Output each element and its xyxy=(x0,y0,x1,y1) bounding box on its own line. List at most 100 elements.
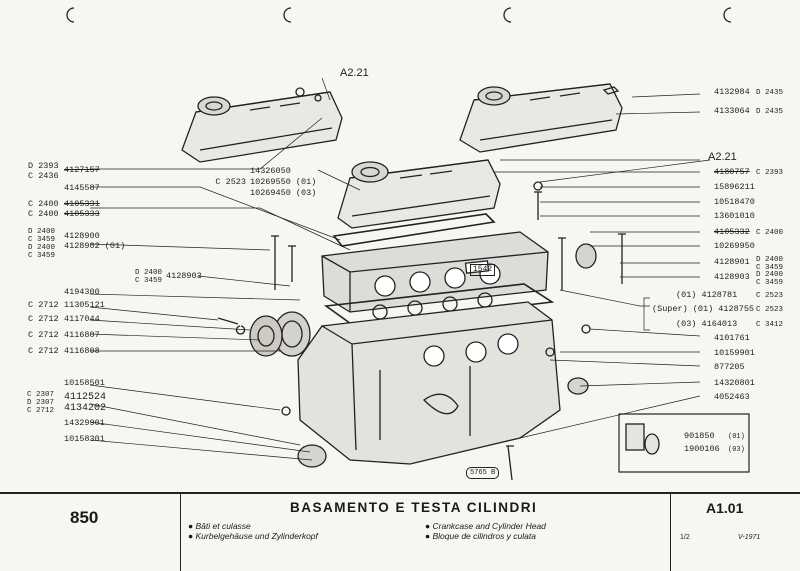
ref-a221-top: A2.21 xyxy=(340,67,369,79)
inset-part-2[interactable]: 1900106 xyxy=(684,444,720,454)
model-number: 850 xyxy=(70,508,99,527)
right-part-7[interactable]: 4105332 xyxy=(714,227,750,237)
sheet-number: A1.01 xyxy=(706,500,744,516)
title-block: 850 BASAMENTO E TESTA CILINDRI ● Bâti et… xyxy=(0,492,800,571)
revision-date: V-1971 xyxy=(738,534,761,541)
base-stamp: 5765 B xyxy=(466,467,500,479)
right-codes-2: D 2435 xyxy=(756,108,784,116)
center-part-1[interactable]: 14326050 xyxy=(250,166,291,176)
stud-right-short xyxy=(618,233,626,284)
cylinder-head xyxy=(321,231,549,313)
cover-gasket xyxy=(332,213,496,247)
left-part-13[interactable]: 14329901 xyxy=(64,418,105,428)
left-codes-8: C 2712 xyxy=(28,314,59,324)
left-codes-12: C 2307 D 2307 C 2712 xyxy=(26,391,54,415)
left-part-10[interactable]: 4116808 xyxy=(64,346,100,356)
valve-cover-center xyxy=(337,159,501,229)
stud-left-long xyxy=(271,235,279,290)
binder-hole-3 xyxy=(503,7,512,23)
left-codes-9: C 2712 xyxy=(28,330,59,340)
right-codes-9: D 2400 C 3459 xyxy=(756,256,784,272)
left-part-7[interactable]: 11305121 xyxy=(64,300,105,310)
right-part-14[interactable]: 4101761 xyxy=(714,333,750,343)
right-codes-10: D 2400 C 3459 xyxy=(756,271,784,287)
right-part-9[interactable]: 4128901 xyxy=(714,257,750,267)
left-part-5[interactable]: 4128903 xyxy=(166,271,202,281)
binder-hole-1 xyxy=(66,7,75,23)
block-stamp: 1542 xyxy=(470,264,496,276)
head-gasket xyxy=(323,283,555,327)
left-part-14[interactable]: 10158301 xyxy=(64,434,105,444)
right-codes-3: C 2393 xyxy=(756,169,784,177)
left-codes-4: D 2400 C 3459 D 2400 C 3459 xyxy=(28,228,56,260)
title-model-cell: 850 xyxy=(0,494,181,571)
seal-ring-small xyxy=(249,315,283,357)
right-codes-13: C 3412 xyxy=(756,321,784,329)
binder-hole-4 xyxy=(723,7,732,23)
right-part-5[interactable]: 10518470 xyxy=(714,197,755,207)
page-number: 1/2 xyxy=(680,534,690,541)
right-part-16[interactable]: 877205 xyxy=(714,362,745,372)
stud-bottom xyxy=(506,445,514,481)
right-codes-7: C 2400 xyxy=(756,229,784,237)
left-codes-1: D 2393 C 2436 xyxy=(28,161,59,181)
left-part-3[interactable]: 4105331 4105333 xyxy=(64,199,100,219)
subtitle-es: ● Bloque de cilindros y culata xyxy=(425,531,536,541)
left-part-4[interactable]: 4128900 4128902 (01) xyxy=(64,231,126,251)
left-codes-3: C 2400 C 2400 xyxy=(28,199,59,219)
left-part-2[interactable]: 4145587 xyxy=(64,183,100,193)
stud-right-long xyxy=(558,237,566,290)
bolt-left xyxy=(217,317,246,335)
left-part-8[interactable]: 4117044 xyxy=(64,314,100,324)
engine-block xyxy=(297,301,561,465)
title-main-cell: BASAMENTO E TESTA CILINDRI ● Bâti et cul… xyxy=(180,494,671,571)
inset-part-icon xyxy=(625,423,645,451)
subtitle-de: ● Kurbelgehäuse und Zylinderkopf xyxy=(188,531,318,541)
left-part-11[interactable]: 10158501 xyxy=(64,378,105,388)
exploded-engine-drawing xyxy=(66,7,750,481)
valve-cover-right xyxy=(459,83,623,153)
center-part-3[interactable]: 10269450 (03) xyxy=(250,188,317,198)
right-codes-1: D 2435 xyxy=(756,89,784,97)
inset-part-1[interactable]: 901850 xyxy=(684,431,715,441)
right-part-8[interactable]: 10269950 xyxy=(714,241,755,251)
inset-variant-1: (01) xyxy=(728,433,745,441)
stud-top-right xyxy=(534,191,542,220)
right-part-2[interactable]: 4133064 xyxy=(714,106,750,116)
subtitle-fr: ● Bâti et culasse xyxy=(188,521,251,531)
center-codes-2: C 2523 xyxy=(215,177,246,187)
left-part-9[interactable]: 4116807 xyxy=(64,330,100,340)
right-part-10[interactable]: 4128903 xyxy=(714,272,750,282)
subtitle-en: ● Crankcase and Cylinder Head xyxy=(425,521,546,531)
inset-variant-2: (03) xyxy=(728,446,745,454)
center-part-2[interactable]: 10269550 (01) xyxy=(250,177,317,187)
right-codes-12: C 2523 xyxy=(756,306,784,314)
right-part-17[interactable]: 14320801 xyxy=(714,378,755,388)
right-part-4[interactable]: 15896211 xyxy=(714,182,755,192)
left-codes-5: D 2400 C 3459 xyxy=(134,269,162,285)
core-plug-left xyxy=(297,444,327,468)
left-part-6[interactable]: 4194300 xyxy=(64,287,100,297)
right-part-18[interactable]: 4052463 xyxy=(714,392,750,402)
right-part-13[interactable]: (03) 4164013 xyxy=(676,319,738,329)
right-part-1[interactable]: 4132984 xyxy=(714,87,750,97)
right-codes-11: C 2523 xyxy=(756,292,784,300)
stud-left-short xyxy=(288,245,296,282)
right-part-6[interactable]: 13601010 xyxy=(714,211,755,221)
sheet-title: BASAMENTO E TESTA CILINDRI xyxy=(290,500,538,515)
plug-right xyxy=(575,243,597,269)
left-codes-10: C 2712 xyxy=(28,346,59,356)
left-part-12[interactable]: 4112524 4134202 xyxy=(64,392,107,414)
right-part-15[interactable]: 10159901 xyxy=(714,348,755,358)
leader-lines xyxy=(89,77,711,461)
inset-box xyxy=(618,413,750,473)
right-part-11[interactable]: (01) 4128781 xyxy=(676,290,738,300)
right-part-12[interactable]: (Super) (01) 4128755 xyxy=(652,304,755,314)
left-part-1[interactable]: 4127157 xyxy=(64,165,100,175)
binder-hole-2 xyxy=(283,7,292,23)
left-codes-7: C 2712 xyxy=(28,300,59,310)
valve-cover-left xyxy=(181,87,343,163)
ref-a221-mid: A2.21 xyxy=(708,151,737,163)
right-part-3[interactable]: 4180757 xyxy=(714,167,750,177)
